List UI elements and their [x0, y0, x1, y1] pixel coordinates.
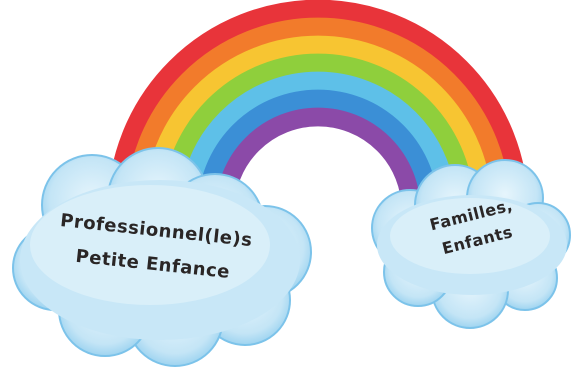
rainbow-band-7: [215, 107, 421, 211]
rainbow-band-1: [107, 0, 529, 211]
right-cloud: [371, 159, 571, 329]
rainbow-band-6: [197, 89, 439, 211]
rainbow: [107, 0, 529, 211]
rainbow-band-4: [161, 53, 475, 211]
left-cloud: [12, 147, 312, 367]
rainbow-band-2: [125, 17, 511, 211]
rainbow-band-3: [143, 35, 493, 211]
rainbow-band-5: [179, 71, 457, 211]
